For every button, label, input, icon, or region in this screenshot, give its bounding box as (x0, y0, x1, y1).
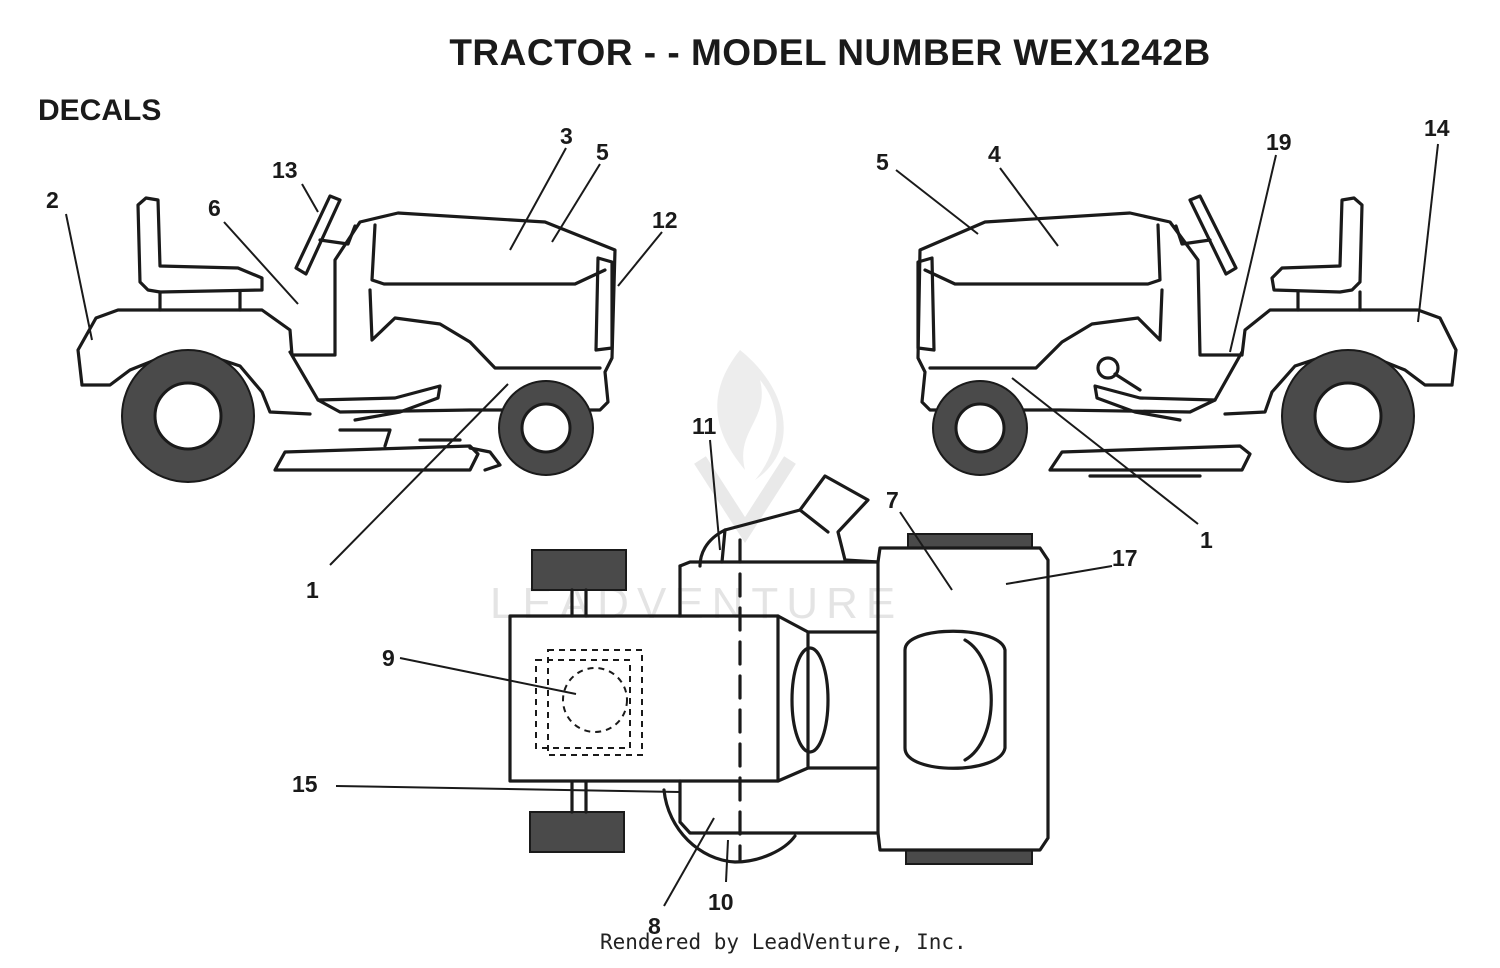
top-front-left-tire (531, 549, 627, 591)
callout-1-right: 1 (1200, 527, 1213, 553)
callout-11: 11 (692, 413, 717, 439)
render-credit-footer: Rendered by LeadVenture, Inc. (600, 930, 967, 954)
callout-19: 19 (1266, 129, 1292, 155)
tractor-top-view (508, 474, 1050, 865)
callout-1-left: 1 (306, 577, 319, 603)
top-rear-right-tire (905, 849, 1033, 865)
callout-3: 3 (560, 123, 573, 149)
callout-13: 13 (272, 157, 298, 183)
callout-4: 4 (988, 141, 1001, 167)
diagram-title: TRACTOR - - MODEL NUMBER WEX1242B (449, 32, 1211, 73)
callout-14: 14 (1424, 115, 1450, 141)
callout-5-left: 5 (596, 139, 609, 165)
callout-15: 15 (292, 771, 318, 797)
top-rear-left-tire (907, 533, 1033, 549)
callout-5-right: 5 (876, 149, 889, 175)
top-front-right-tire (529, 811, 625, 853)
section-heading: DECALS (38, 94, 162, 127)
callout-9: 9 (382, 645, 395, 671)
callout-2: 2 (46, 187, 59, 213)
callout-8: 8 (648, 913, 661, 939)
callout-leader-lines (65, 143, 1439, 907)
tractor-right-side-view (916, 194, 1458, 483)
callout-17: 17 (1112, 545, 1138, 571)
callout-6: 6 (208, 195, 221, 221)
callout-labels: 2 13 6 3 5 12 1 5 4 19 14 1 11 7 17 9 15… (46, 115, 1450, 939)
callout-10: 10 (708, 889, 734, 915)
callout-12: 12 (652, 207, 678, 233)
tractor-left-side-view (76, 194, 617, 483)
callout-7: 7 (886, 487, 899, 513)
